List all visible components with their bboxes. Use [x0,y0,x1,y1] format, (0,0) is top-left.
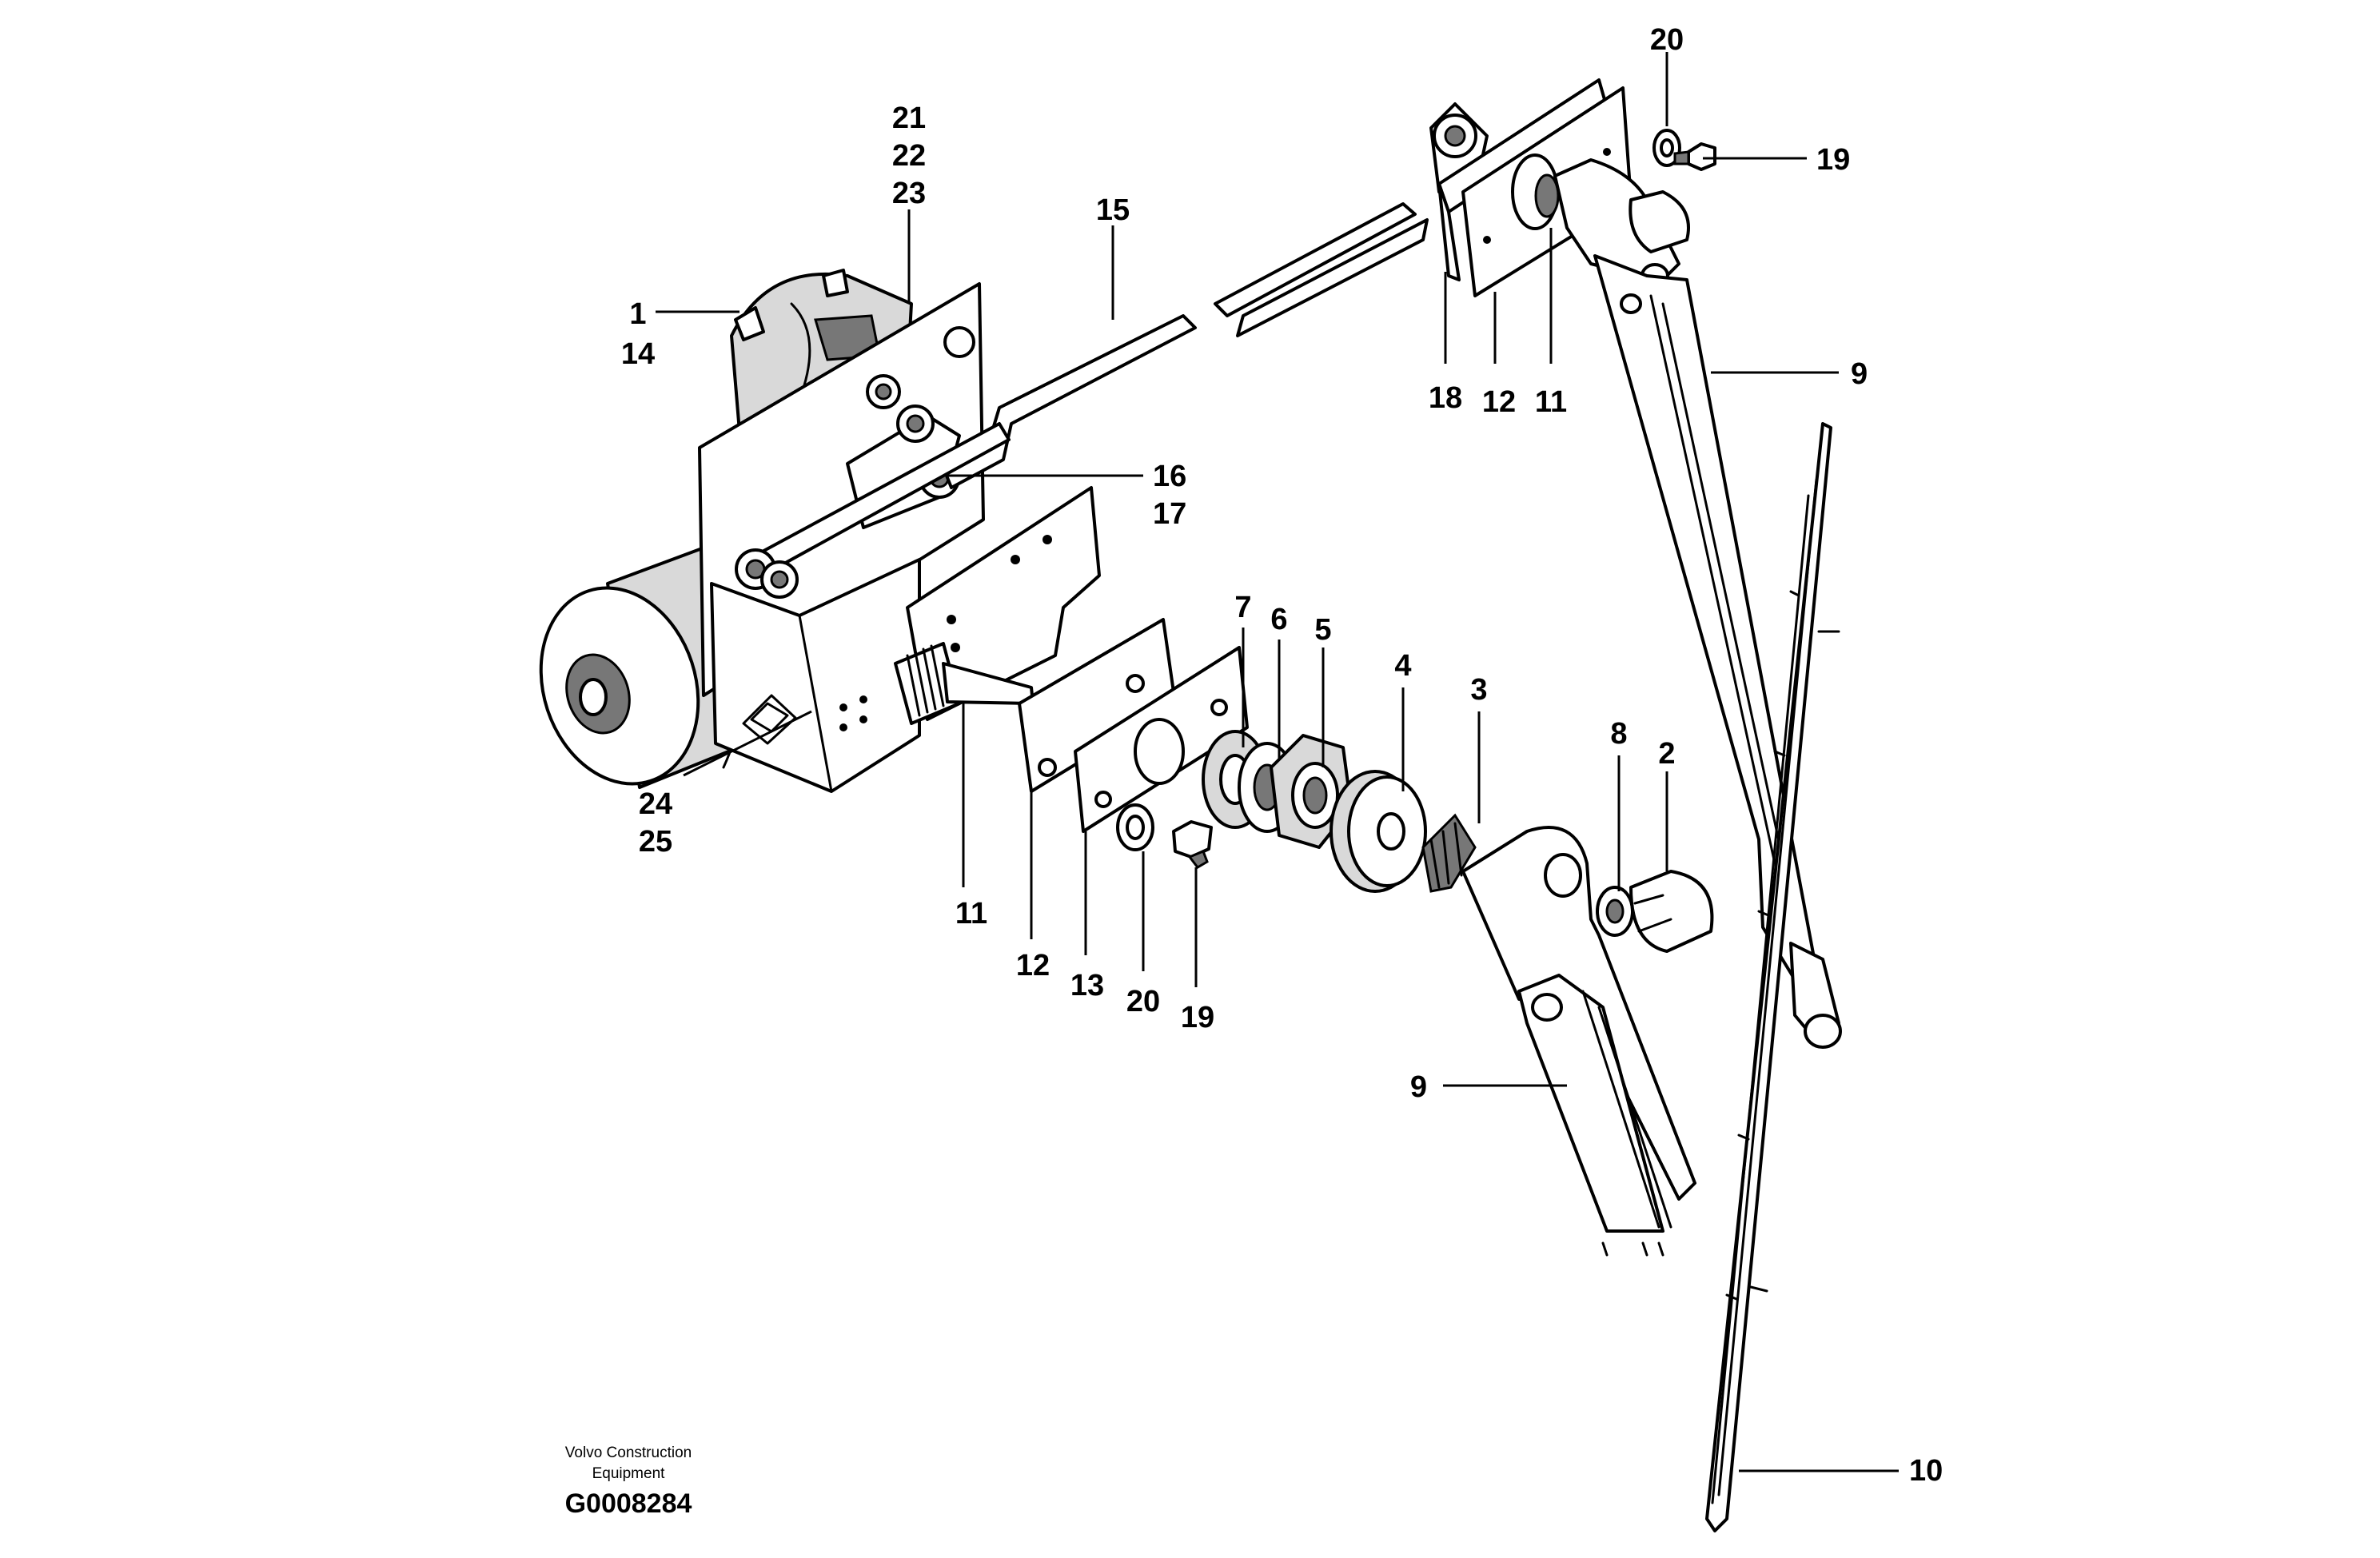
callout-8: 8 [1610,717,1627,751]
callout-23: 23 [892,177,926,210]
callout-labels: 1 14 21 22 23 15 16 17 20 19 18 12 11 9 … [621,23,1943,1488]
hardware-stack [1116,730,1477,893]
callout-9-bottom: 9 [1410,1070,1427,1104]
callout-1: 1 [629,297,646,331]
upper-wiper-arm [1593,254,1842,1049]
drawing-code: G0008284 [565,1488,692,1519]
callout-16: 16 [1153,460,1186,493]
callout-24: 24 [639,787,672,821]
caption-line-2: Equipment [592,1465,666,1482]
caption-line-1: Volvo Construction [565,1444,692,1461]
callout-15: 15 [1096,193,1130,227]
caption: Volvo Construction Equipment G0008284 [565,1444,692,1519]
wiper-blade [1705,422,1840,1532]
lower-wiper-arm [1461,826,1714,1257]
linkage [735,102,1489,599]
callout-11-bottom: 11 [955,897,987,930]
upper-pivot [1437,78,1716,297]
callout-2: 2 [1658,737,1675,771]
callout-17: 17 [1153,497,1186,531]
callout-25: 25 [639,825,672,859]
callout-20-top: 20 [1650,23,1684,57]
callout-13: 13 [1070,969,1104,1002]
callout-3: 3 [1470,673,1487,707]
callout-19-top: 19 [1816,143,1850,177]
leader-lines [656,52,1899,1472]
callout-6: 6 [1270,603,1287,636]
callout-10: 10 [1909,1454,1943,1488]
callout-12-bottom: 12 [1016,949,1050,982]
callout-12-top: 12 [1482,385,1516,419]
callout-9-top: 9 [1851,357,1868,391]
callout-20-bottom: 20 [1126,985,1160,1018]
callout-4: 4 [1394,649,1411,683]
callout-11-top: 11 [1535,385,1567,419]
callout-5: 5 [1314,613,1331,647]
callout-22: 22 [892,139,926,173]
callout-19-bottom: 19 [1181,1001,1214,1034]
callout-21: 21 [892,102,926,135]
callout-18: 18 [1429,381,1462,415]
lower-pivot [894,486,1249,833]
callout-7: 7 [1234,591,1251,624]
callout-14: 14 [621,337,655,371]
